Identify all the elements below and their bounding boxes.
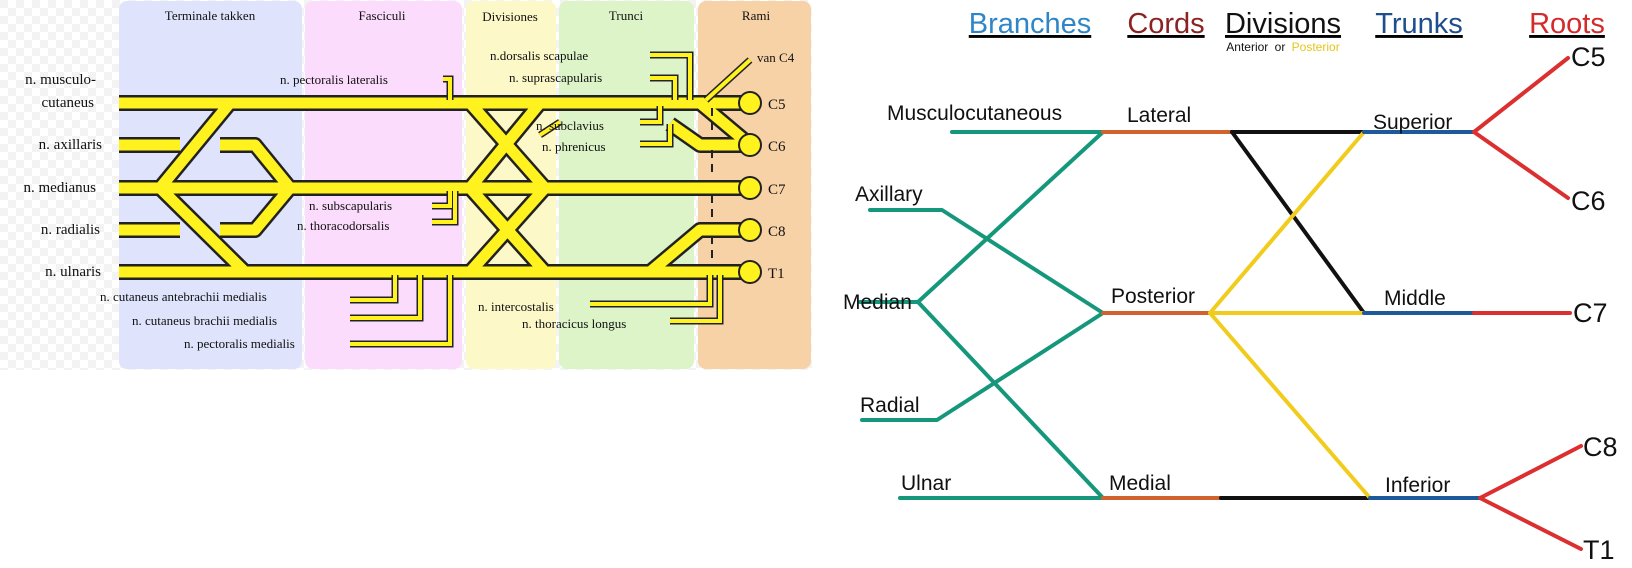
label-radial: Radial [860,394,920,417]
root-circle-t1 [738,260,762,284]
root-circles [738,91,762,284]
line-root-c5 [1472,56,1570,134]
lateral-to-median [154,99,249,276]
anterior-divisions [464,99,550,276]
right-cord-labels: Lateral Posterior Medial [1109,104,1195,495]
label-phrenicus: n. phrenicus [542,139,606,154]
label-posterior-cord: Posterior [1111,285,1195,308]
root-lines [1472,56,1583,551]
label-pectoralis-lateralis: n. pectoralis lateralis [280,72,388,87]
label-root-c6: C6 [1571,186,1606,216]
root-circle-c7 [738,176,762,200]
left-root-c5: C5 [768,97,786,113]
line-musculocutaneous-to-median [858,130,1105,304]
line-posterior-superior [1208,130,1366,315]
label-cutaneus-antebrachii: n. cutaneus antebrachii medialis [100,289,267,304]
label-subscapularis: n. subscapularis [309,198,392,213]
column-header-divisiones: Divisiones [482,9,538,24]
left-root-t1: T1 [768,266,785,282]
axillary-radial-loop [220,139,296,236]
dutch-plexus-diagram: Terminale takken Fasciculi Divisiones Tr… [0,0,812,370]
column-header-terminal: Terminale takken [165,8,256,23]
header-divisions: Divisions [1225,8,1341,40]
c6-branch [666,119,750,151]
label-subclavius: n. subclavius [536,118,604,133]
column-header-trunci: Trunci [609,8,644,23]
label-radialis: n. radialis [41,222,100,238]
left-branch-labels: n. musculo- cutaneus n. axillaris n. med… [24,72,103,280]
left-root-c7: C7 [768,182,786,198]
label-intercostalis: n. intercostalis [478,299,554,314]
line-root-t1 [1478,496,1583,551]
label-medianus: n. medianus [24,180,97,196]
right-root-labels: C5 C6 C7 C8 T1 [1571,42,1618,565]
line-axillary-to-posterior [868,208,1105,315]
label-median: Median [843,291,912,314]
label-inferior-trunk: Inferior [1385,474,1450,497]
line-radial-to-posterior [860,311,1105,422]
label-middle-trunk: Middle [1384,287,1446,310]
label-root-c5: C5 [1571,42,1606,72]
label-musculocutaneus-line2: cutaneus [42,95,95,111]
c8-branch [646,224,750,277]
line-anterior-middle [1230,130,1366,315]
label-root-c7: C7 [1573,298,1608,328]
label-ulnaris: n. ulnaris [45,264,101,280]
right-trunk-labels: Superior Middle Inferior [1373,111,1452,497]
root-circle-c6 [738,133,762,157]
line-root-c8 [1478,444,1583,500]
label-suprascapularis: n. suprascapularis [509,70,602,85]
right-lines [858,56,1583,551]
header-roots: Roots [1529,8,1605,40]
root-circle-c5 [738,91,762,115]
left-root-c8: C8 [768,224,786,240]
subtitle-or: or [1275,40,1286,54]
root-circle-c8 [738,218,762,242]
column-header-rami: Rami [742,8,771,23]
label-lateral-cord: Lateral [1127,104,1191,127]
header-trunks: Trunks [1375,8,1463,40]
nerve-network-fill [119,97,754,278]
subtitle-anterior: Anterior [1226,40,1268,54]
right-branch-labels: Musculocutaneous Axillary Median Radial … [843,102,1062,495]
label-cutaneus-brachii: n. cutaneus brachii medialis [132,313,277,328]
side-nerve-labels: n. pectoralis lateralis n.dorsalis scapu… [100,48,626,351]
label-axillary: Axillary [855,183,923,206]
posterior-divisions [465,99,551,276]
side-branches-fill [350,53,752,346]
anterior-division-lines [1219,130,1372,500]
header-cords: Cords [1127,8,1204,40]
left-root-labels: C5 C6 C7 C8 T1 van C4 [757,50,795,282]
left-root-c6: C6 [768,139,786,155]
right-headers: Branches Cords Divisions Trunks Roots [969,8,1605,40]
branch-lines [858,130,1105,500]
c5-c6-join [680,97,754,150]
label-ulnar: Ulnar [901,472,951,495]
label-root-c8: C8 [1583,432,1618,462]
column-header-fasciculi: Fasciculi [359,8,406,23]
label-dorsalis-scapulae: n.dorsalis scapulae [490,48,588,63]
header-branches: Branches [969,8,1092,40]
english-plexus-diagram: Branches Cords Divisions Trunks Roots An… [843,8,1618,565]
label-pectoralis-medialis: n. pectoralis medialis [184,336,295,351]
posterior-division-lines [1208,130,1372,500]
label-musculocutaneous: Musculocutaneous [887,102,1062,125]
line-root-c6 [1472,130,1570,200]
label-axillaris: n. axillaris [39,137,102,153]
cord-lines [1101,130,1234,500]
divisions-subtitle: Anterior or Posterior [1226,40,1339,54]
label-musculocutaneus-line1: n. musculo- [25,72,96,88]
label-superior-trunk: Superior [1373,111,1452,134]
label-thoracodorsalis: n. thoracodorsalis [297,218,389,233]
label-van-c4: van C4 [757,50,795,65]
label-medial-cord: Medial [1109,472,1171,495]
trunk-lines [1362,130,1482,500]
column-headers: Terminale takken Fasciculi Divisiones Tr… [165,8,771,24]
label-root-t1: T1 [1583,535,1615,565]
subtitle-posterior: Posterior [1292,40,1340,54]
line-posterior-inferior [1208,311,1372,500]
label-thoracicus-longus: n. thoracicus longus [522,316,626,331]
